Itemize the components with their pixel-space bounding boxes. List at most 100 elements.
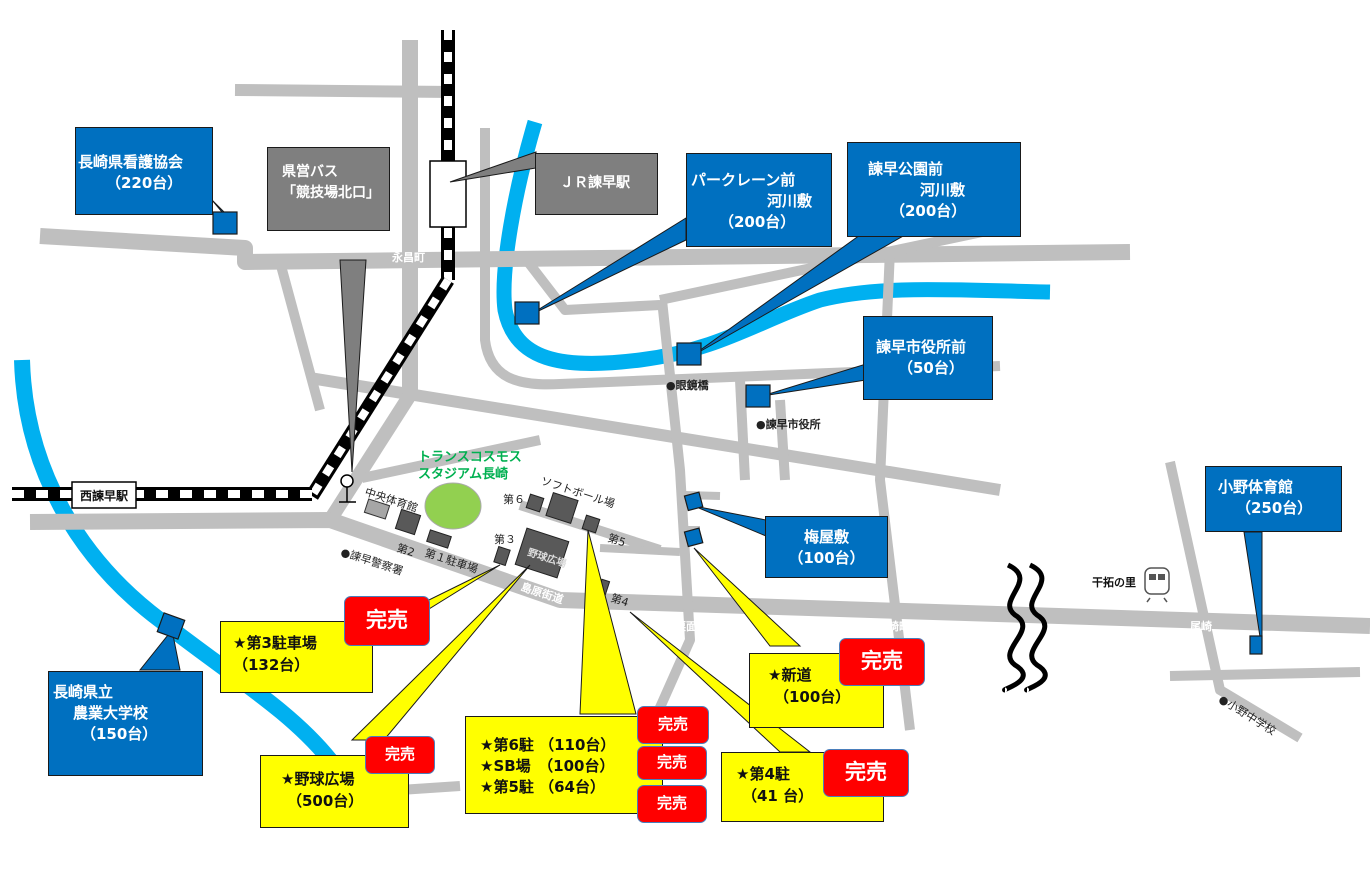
jr-station-callout: ＪＲ諫早駅 — [535, 153, 658, 215]
nishi-isahaya-label: 西諫早駅 — [80, 488, 129, 503]
parking-nurses-association[interactable]: 長崎県看護協会 （220台） — [75, 127, 213, 215]
name: 長崎県立 — [53, 683, 114, 701]
name: 諫早市役所前 — [876, 338, 967, 356]
cityhall-marker — [745, 384, 771, 408]
nurses-marker — [212, 211, 238, 235]
agri-univ-pointer — [138, 628, 181, 671]
capacity: （200台） — [719, 213, 796, 231]
train-icon — [1144, 567, 1170, 603]
bus-stop-callout: 県営バス 「競技場北口」 — [267, 147, 390, 231]
name-2: 農業大学校 — [73, 704, 149, 722]
lot1-label: 第１駐車場 — [423, 546, 480, 576]
shindo-pointer — [693, 547, 802, 647]
parking-ono-gym[interactable]: 小野体育館 （250台） — [1205, 466, 1342, 532]
name-lot6: ★第6駐 （110台） — [480, 736, 616, 754]
name: 小野体育館 — [1218, 478, 1294, 496]
lot5-building — [581, 514, 601, 534]
capacity: （150台） — [81, 725, 158, 743]
lot6-building — [525, 493, 545, 513]
name-lot5: ★第5駐 （64台） — [480, 778, 605, 796]
parking-umeyashiki[interactable]: 梅屋敷 （100台） — [765, 516, 888, 578]
bus-stop-pointer — [339, 259, 367, 473]
parking-lot6-sb-lot5[interactable]: ★第6駐 （110台） ★SB場 （100台） ★第5駐 （64台） — [465, 716, 663, 814]
capacity: （50台） — [898, 359, 964, 377]
lot3-building — [493, 545, 511, 567]
sold-out-badge-lot5: 完売 — [637, 785, 707, 823]
name: ★野球広場 — [281, 770, 355, 788]
lot5-label: 第5 — [606, 531, 627, 550]
sold-out-badge-lot6: 完売 — [637, 706, 709, 744]
parking-agri-university[interactable]: 長崎県立 農業大学校 （150台） — [48, 671, 203, 776]
capacity: （100台） — [788, 549, 865, 567]
shindo-marker — [683, 527, 704, 548]
street-kurimenmachi: 栗面町 — [675, 620, 708, 633]
capacity: （220台） — [106, 174, 183, 192]
kantaku-no-sato-label: 干拓の里 — [1092, 575, 1136, 589]
stadium-field — [424, 482, 482, 530]
lot3-label: 第３ — [494, 532, 516, 546]
softball-building — [545, 491, 579, 525]
capacity: （500台） — [287, 792, 364, 810]
parking-city-hall[interactable]: 諫早市役所前 （50台） — [863, 316, 993, 400]
sold-out-badge-baseball: 完売 — [365, 736, 435, 774]
agri-univ-marker — [156, 612, 186, 640]
bus-stop-icon — [339, 474, 356, 503]
parking-isahaya-park[interactable]: 諫早公園前 河川敷 （200台） — [847, 142, 1021, 237]
lot6-sb-lot5-pointer — [579, 529, 637, 715]
landmark-megane-bashi: ●眼鏡橋 — [666, 378, 710, 392]
landmark-city-hall: ●諫早市役所 — [756, 417, 821, 431]
umeyashiki-pointer — [693, 505, 767, 537]
river-west — [14, 359, 337, 766]
sold-out-badge-sb: 完売 — [637, 746, 707, 780]
name: ★新道 — [768, 666, 812, 684]
park-marker — [676, 342, 702, 366]
name: 諫早公園前 — [868, 160, 944, 178]
ono-gym-pointer — [1243, 531, 1263, 651]
railway — [12, 30, 455, 501]
bus-stop-line2: 「競技場北口」 — [282, 185, 380, 201]
stadium-label-line2: スタジアム長崎 — [418, 466, 508, 482]
street-yanagisakimachi: 湯崎町 — [877, 619, 910, 633]
street-shimabara-kaido: 島原街道 — [519, 580, 565, 607]
capacity: （100台） — [774, 688, 851, 706]
street-onozaki: 尾崎 — [1189, 619, 1212, 633]
lot2-label: 第2 — [395, 541, 416, 560]
jr-station-label: ＪＲ諫早駅 — [560, 175, 630, 191]
parking-lot3[interactable]: ★第3駐車場 （132台） — [220, 621, 373, 693]
capacity: （41 台） — [742, 787, 814, 805]
bus-stop-line1: 県営バス — [282, 164, 338, 180]
map-break-icon — [1002, 562, 1048, 693]
name-2: 河川敷 — [767, 192, 813, 210]
name: ★第4駐 — [736, 765, 790, 783]
nishi-isahaya-station-marker — [71, 481, 137, 509]
stadium-label-line1: トランスコスモス — [418, 450, 522, 465]
sold-out-badge-shindo: 完売 — [839, 638, 925, 686]
street-eirakumachi: 永昌町 — [391, 250, 425, 264]
name: 梅屋敷 — [803, 528, 849, 546]
name-2: 河川敷 — [920, 181, 966, 199]
parklane-marker — [514, 301, 540, 325]
lot6-label: 第６ — [503, 492, 525, 506]
name: ★第3駐車場 — [233, 634, 317, 652]
lot4-label: 第4 — [609, 591, 630, 610]
capacity: （200台） — [890, 202, 967, 220]
umeyashiki-marker-1 — [683, 491, 704, 512]
facility-buildings — [363, 491, 611, 600]
central-gym-building — [363, 498, 391, 520]
jr-isahaya-station-marker — [429, 160, 467, 228]
lot1-building — [426, 529, 452, 549]
name: 長崎県看護協会 — [78, 153, 184, 171]
capacity: （250台） — [1236, 499, 1313, 517]
ono-gym-marker — [1249, 635, 1263, 655]
parking-parklane[interactable]: パークレーン前 河川敷 （200台） — [686, 153, 832, 247]
lot2-building — [394, 508, 422, 536]
baseball-pointer — [350, 564, 531, 741]
name-sb: ★SB場 （100台） — [480, 757, 615, 775]
name: パークレーン前 — [691, 171, 796, 189]
sold-out-badge-lot3: 完売 — [344, 596, 430, 646]
baseball-plaza-building — [514, 527, 570, 579]
capacity: （132台） — [233, 656, 310, 674]
sold-out-badge-lot4: 完売 — [823, 749, 909, 797]
